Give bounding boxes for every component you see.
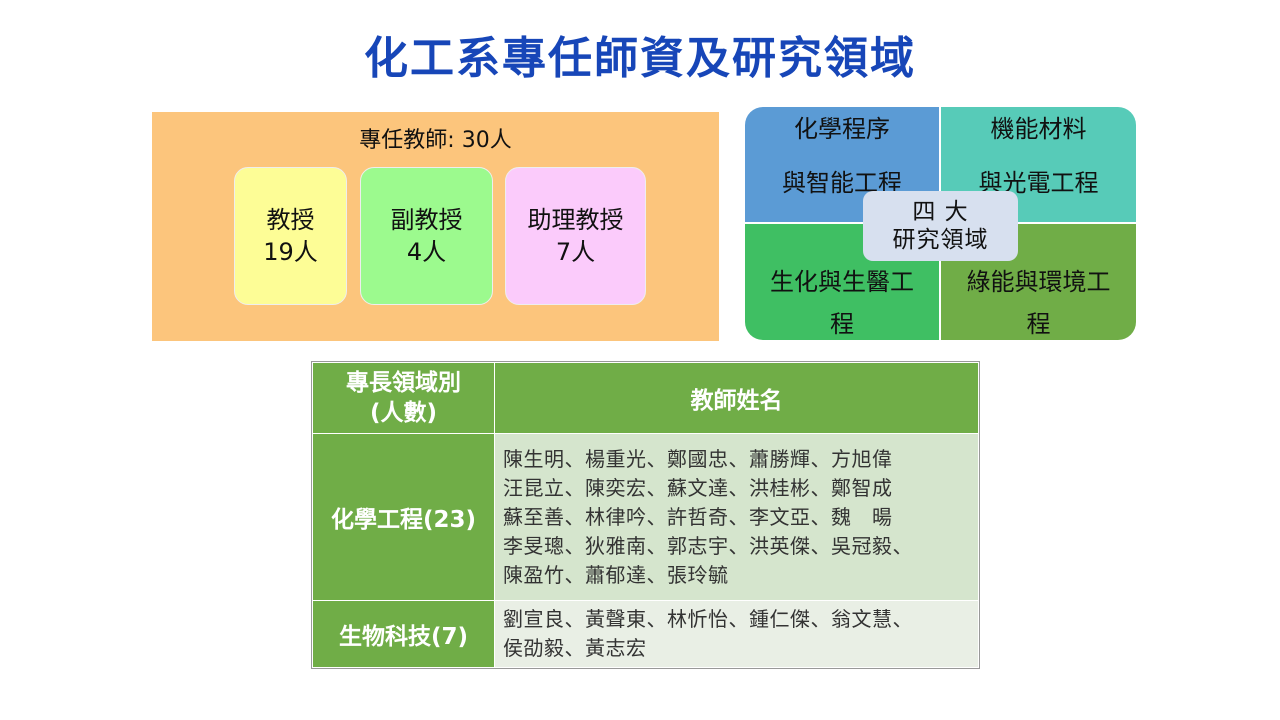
center-label: 研究領域 (892, 227, 989, 253)
table-row: 化學工程(23) 陳生明、楊重光、鄭國忠、蕭勝輝、方旭偉 汪昆立、陳奕宏、蘇文達… (312, 433, 979, 601)
names-line: 陳生明、楊重光、鄭國忠、蕭勝輝、方旭偉 (503, 446, 893, 471)
area-label: 化學程序 (794, 115, 890, 143)
associate-professor-card: 副教授 4人 (360, 167, 493, 305)
page-title: 化工系專任師資及研究領域 (364, 33, 916, 84)
area-label: 生化與生醫工 (770, 268, 914, 296)
rank-title: 助理教授 (527, 206, 624, 234)
center-label: 四 大 (912, 199, 969, 225)
names-line: 侯劭毅、黃志宏 (503, 636, 647, 660)
table-row: 生物科技(7) 劉宣良、黃聲東、林忻怡、鍾仁傑、翁文慧、 侯劭毅、黃志宏 (312, 600, 979, 668)
faculty-table: 專長領域別 (人數) 教師姓名 化學工程(23) 陳生明、楊重光、鄭國忠、蕭勝輝… (311, 361, 980, 669)
rank-title: 教授 (266, 206, 315, 234)
names-cell: 劉宣良、黃聲東、林忻怡、鍾仁傑、翁文慧、 侯劭毅、黃志宏 (494, 600, 979, 668)
research-area-process: 化學程序 與智能工程 (745, 107, 940, 223)
assistant-professor-card: 助理教授 7人 (505, 167, 646, 305)
names-line: 劉宣良、黃聲東、林忻怡、鍾仁傑、翁文慧、 (503, 607, 913, 631)
professor-card: 教授 19人 (234, 167, 347, 305)
area-label: 程 (830, 310, 854, 338)
names-line: 李旻璁、狄雅南、郭志宇、洪英傑、吳冠毅、 (503, 533, 913, 558)
area-label: 程 (1026, 310, 1051, 338)
area-cell: 生物科技(7) (312, 600, 495, 668)
names-line: 汪昆立、陳奕宏、蘇文達、洪桂彬、鄭智成 (503, 475, 893, 500)
research-areas-center-badge: 四 大 研究領域 (863, 191, 1018, 261)
research-areas-grid: 化學程序 與智能工程 機能材料 與光電工程 生化與生醫工 程 綠能與環境工 程 (745, 107, 1136, 340)
names-line: 陳盈竹、蕭郁達、張玲毓 (503, 562, 729, 587)
names-line: 蘇至善、林律吟、許哲奇、李文亞、魏 暘 (503, 504, 893, 529)
area-cell: 化學工程(23) (312, 433, 495, 601)
faculty-total-label: 專任教師: 30人 (359, 128, 512, 153)
rank-count: 7人 (555, 238, 596, 266)
column-header-area: 專長領域別 (人數) (312, 362, 495, 434)
rank-count: 19人 (263, 238, 318, 266)
column-header-names: 教師姓名 (494, 362, 979, 434)
area-label: 綠能與環境工 (966, 268, 1111, 296)
rank-count: 4人 (406, 238, 447, 266)
header-line: (人數) (369, 400, 438, 426)
rank-title: 副教授 (390, 206, 463, 234)
faculty-summary-panel: 專任教師: 30人 教授 19人 副教授 4人 助理教授 7人 (152, 112, 719, 341)
table-header-row: 專長領域別 (人數) 教師姓名 (312, 362, 979, 434)
area-label: 機能材料 (990, 115, 1087, 143)
names-cell: 陳生明、楊重光、鄭國忠、蕭勝輝、方旭偉 汪昆立、陳奕宏、蘇文達、洪桂彬、鄭智成 … (494, 433, 979, 601)
header-line: 專長領域別 (346, 370, 461, 396)
research-area-materials: 機能材料 與光電工程 (941, 107, 1136, 223)
